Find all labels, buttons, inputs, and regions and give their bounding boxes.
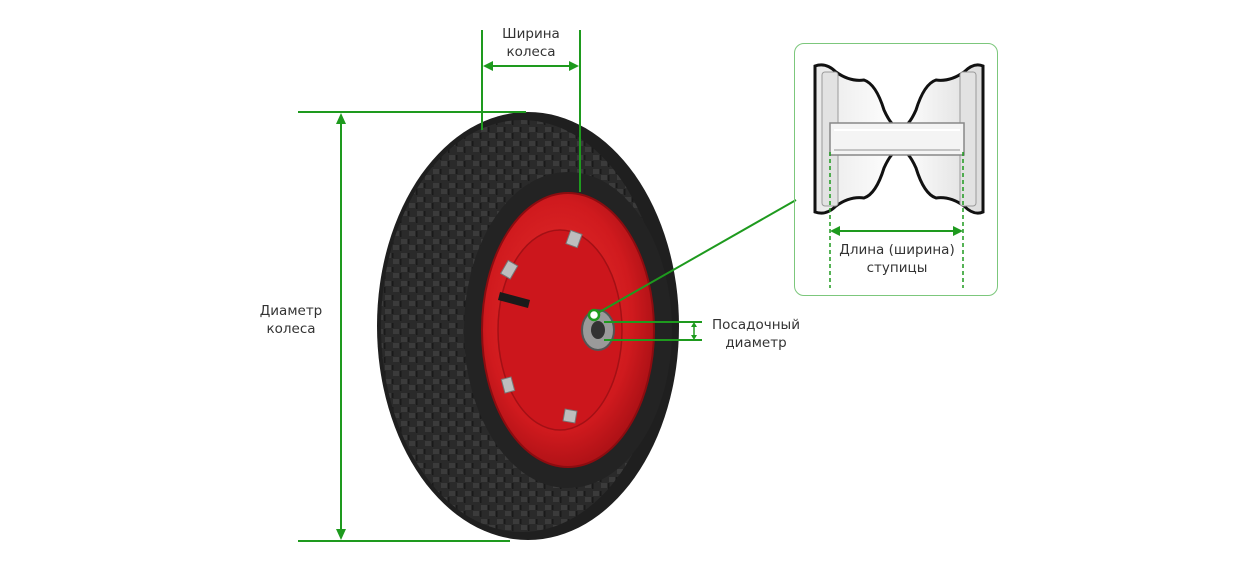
seat-arrowhead-bottom bbox=[691, 335, 697, 340]
rim-bolt bbox=[565, 229, 583, 249]
hub-dimension bbox=[829, 152, 964, 288]
rim-bolt bbox=[500, 376, 516, 394]
rim-inner bbox=[497, 229, 623, 431]
rim-edge bbox=[481, 192, 655, 468]
width-arrowhead-left bbox=[483, 61, 493, 71]
diameter-arrowhead-top bbox=[336, 113, 346, 124]
rim-bolts bbox=[499, 229, 583, 424]
callout-leader bbox=[595, 199, 797, 315]
hub-length-label: Длина (ширина) ступицы bbox=[822, 241, 972, 277]
wheel-illustration bbox=[377, 112, 679, 540]
hub-arrowhead-right bbox=[953, 226, 963, 236]
rim-bolt bbox=[562, 408, 578, 424]
hub-cross-section bbox=[813, 63, 985, 215]
wheel-diameter-label: Диаметр колеса bbox=[232, 302, 350, 338]
rim-bolt bbox=[499, 259, 519, 280]
hub-length-label-line1: Длина (ширина) bbox=[839, 242, 955, 258]
dimension-lines bbox=[298, 30, 797, 542]
wheel-diameter-label-line1: Диаметр bbox=[259, 303, 323, 319]
hub-inset-frame bbox=[794, 43, 998, 296]
diameter-arrowhead-bottom bbox=[336, 529, 346, 540]
wheel-diameter-label-line2: колеса bbox=[266, 321, 316, 337]
valve-stem bbox=[498, 292, 530, 308]
wheel-width-label-line1: Ширина bbox=[502, 26, 560, 42]
width-arrowhead-right bbox=[569, 61, 579, 71]
wheel-width-label-line2: колеса bbox=[506, 44, 556, 60]
wheel-width-label: Ширина колеса bbox=[482, 25, 580, 61]
seat-arrowhead-top bbox=[691, 322, 697, 327]
callout-dot bbox=[587, 308, 601, 322]
hub-bore bbox=[591, 321, 605, 339]
seat-diameter-label: Посадочный диаметр bbox=[700, 316, 812, 352]
hub-length-label-line2: ступицы bbox=[866, 260, 928, 276]
seat-diameter-label-line2: диаметр bbox=[725, 335, 787, 351]
seat-diameter-label-line1: Посадочный bbox=[712, 317, 800, 333]
hub-arrowhead-left bbox=[830, 226, 840, 236]
